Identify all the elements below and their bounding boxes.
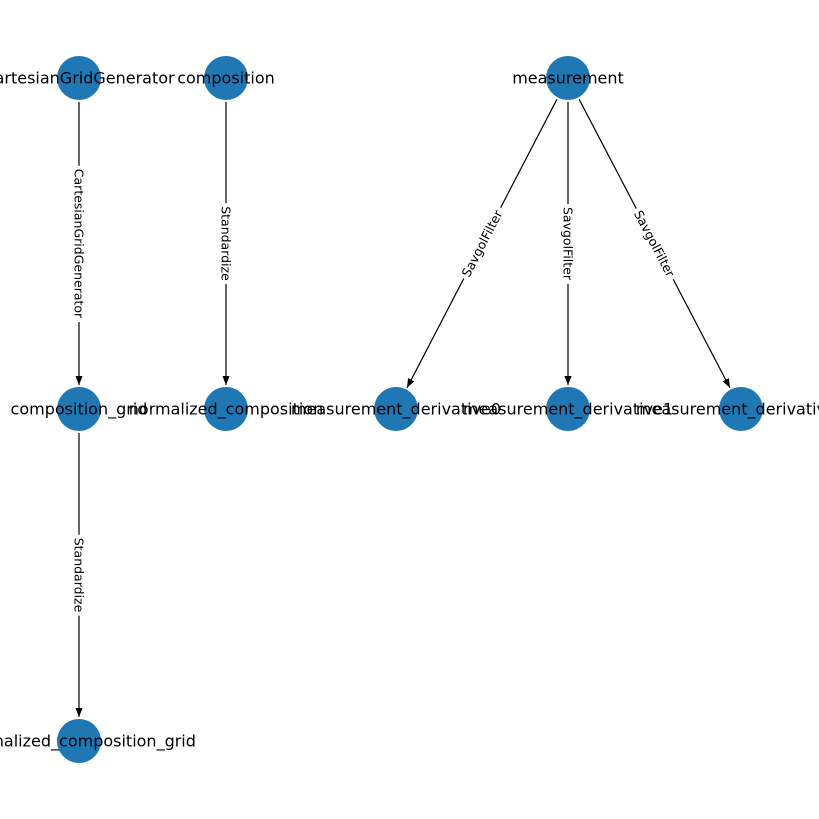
nodes — [57, 56, 763, 763]
node-label-comp: composition — [177, 69, 275, 88]
edge-label-background — [559, 203, 577, 284]
edge-label: Standardize — [219, 206, 234, 281]
edge-label: CartesianGridGenerator — [72, 169, 87, 319]
node-label-md0: measurement_derivative0 — [291, 400, 501, 420]
node-label-md2: measurement_derivative2 — [636, 400, 819, 420]
node-label-ncomp: normalized_composition — [129, 400, 323, 420]
edge-label: SavgolFilter — [459, 207, 506, 279]
node-label-meas: measurement — [512, 69, 624, 88]
node-label-cgrid: composition_grid — [11, 400, 148, 420]
node-cgrid — [57, 387, 101, 431]
edge-label-group: SavgolFilter — [559, 203, 577, 284]
edge-comp-ncomp: Standardize — [217, 102, 235, 385]
edge-cgg-cgrid: CartesianGridGenerator — [70, 102, 88, 385]
node-ncomp — [204, 387, 248, 431]
node-cgg — [57, 56, 101, 100]
edge-label-group: SavgolFilter — [628, 204, 681, 284]
node-label-cgg: CartesianGridGenerator — [0, 69, 175, 88]
edge-label-group: CartesianGridGenerator — [70, 165, 88, 323]
edge-cgrid-ncgrid: Standardize — [70, 433, 88, 717]
node-meas — [546, 56, 590, 100]
edge-label-background — [456, 203, 509, 283]
edge-meas-md0: SavgolFilter — [406, 99, 558, 388]
edge-meas-md2: SavgolFilter — [578, 98, 731, 389]
edge-label-background — [628, 204, 681, 284]
edge-label: SavgolFilter — [631, 208, 679, 280]
node-label-md1: measurement_derivative1 — [463, 400, 673, 420]
edge-label-group: Standardize — [70, 534, 88, 616]
edge-label-group: Standardize — [217, 203, 235, 285]
edge-meas-md1: SavgolFilter — [559, 102, 577, 385]
node-md0 — [374, 387, 418, 431]
edge-label-background — [217, 203, 235, 285]
node-label-ncgrid: normalized_composition_grid — [0, 732, 196, 752]
edge-label: SavgolFilter — [561, 207, 576, 281]
edge-label-background — [70, 165, 88, 323]
node-ncgrid — [57, 719, 101, 763]
edge-label: Standardize — [72, 538, 87, 613]
node-comp — [204, 56, 248, 100]
node-md1 — [546, 387, 590, 431]
edge-label-group: SavgolFilter — [456, 203, 509, 283]
node-md2 — [719, 387, 763, 431]
edge-label-background — [70, 534, 88, 616]
